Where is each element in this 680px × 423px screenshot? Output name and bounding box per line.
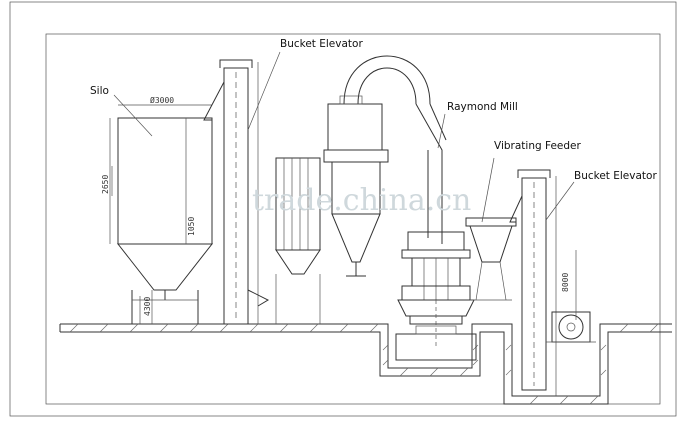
inner-frame <box>45 33 661 405</box>
raymond-mill-leader <box>437 113 446 149</box>
ground-slab <box>59 323 672 405</box>
silo <box>109 104 214 324</box>
raymond-mill <box>395 231 477 361</box>
dust-collector <box>275 157 321 324</box>
bucket-elevator-right <box>509 169 557 396</box>
label-vibrating-feeder: Vibrating Feeder <box>494 140 581 152</box>
bucket-elevator-top-leader <box>247 51 281 131</box>
jaw-crusher <box>546 311 596 343</box>
outer-frame <box>9 1 677 417</box>
dim-4300: 4300 <box>143 297 152 316</box>
watermark: trade.china.cn <box>252 183 471 218</box>
label-raymond-mill: Raymond Mill <box>447 101 518 113</box>
vibrating-feeder <box>465 217 517 301</box>
dim-8000: 8000 <box>561 273 570 292</box>
dim-2650: 2650 <box>101 175 110 194</box>
label-bucket-elevator-right: Bucket Elevator <box>574 170 657 182</box>
silo-leader <box>113 94 153 137</box>
dimension-marks <box>111 118 577 324</box>
bucket-elevator-right-leader <box>545 181 575 221</box>
label-bucket-elevator-top: Bucket Elevator <box>280 38 363 50</box>
label-silo: Silo <box>90 85 109 97</box>
cyclone-separator <box>323 55 447 277</box>
vibrating-feeder-leader <box>481 157 495 223</box>
dim-silo-diameter: Ø3000 <box>150 95 174 105</box>
dim-1050: 1050 <box>187 217 196 236</box>
